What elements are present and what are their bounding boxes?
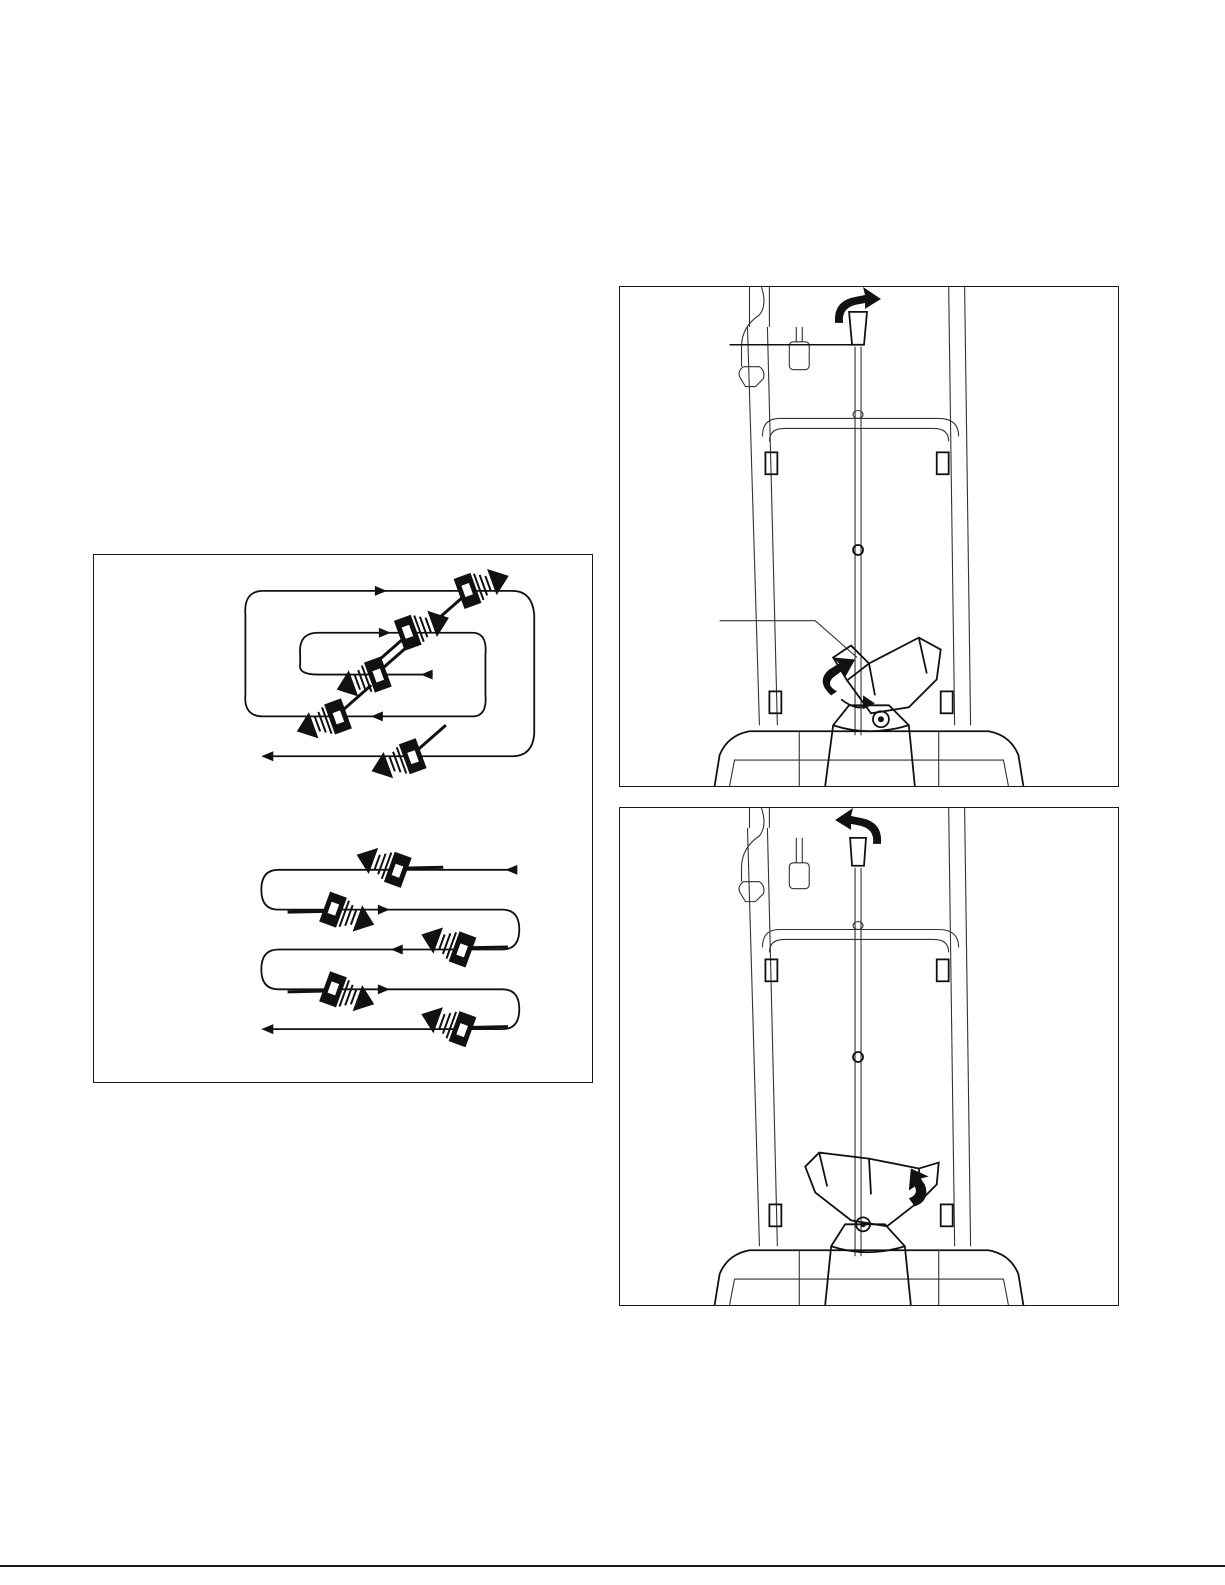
plug-icon xyxy=(789,863,809,889)
snow-thrower-icon xyxy=(288,960,380,1021)
handle-knob-icon xyxy=(941,1204,953,1226)
snow-thrower-icon xyxy=(351,838,443,899)
clearing-pattern-diagram xyxy=(94,555,592,1082)
handle-knob-icon xyxy=(769,1204,781,1226)
snow-thrower-housing xyxy=(715,1250,1024,1305)
path-arrow-icon xyxy=(378,984,390,994)
snow-thrower-icon xyxy=(416,997,508,1058)
path-arrow-icon xyxy=(261,751,273,761)
path-arrow-icon xyxy=(421,670,433,680)
path-arrow-icon xyxy=(391,944,403,954)
back-and-forth-pattern xyxy=(261,838,519,1058)
circular-path-pattern xyxy=(245,561,534,786)
rotate-arrow-icon xyxy=(823,658,855,696)
path-arrow-icon xyxy=(371,711,383,721)
path-arrow-icon xyxy=(375,586,387,596)
rotate-arrow-icon xyxy=(909,1169,929,1207)
path-arrow-icon xyxy=(378,905,390,915)
path-arrow-icon xyxy=(261,1024,273,1034)
discharge-chute-leader xyxy=(720,621,857,658)
rotate-arrow-icon xyxy=(835,287,881,323)
handle-knob-icon xyxy=(941,691,953,713)
snow-thrower-chute-rotation-diagram xyxy=(620,287,1118,786)
path-arrow-icon xyxy=(379,628,391,638)
chute-rotation-figure-right xyxy=(619,807,1119,1306)
clearing-pattern-figure xyxy=(93,554,593,1083)
handle-knob-icon xyxy=(769,691,781,713)
plug-icon xyxy=(789,342,809,370)
path-arrow-icon xyxy=(505,865,517,875)
chute-rotation-figure-left xyxy=(619,286,1119,787)
footer-rule xyxy=(0,1565,1225,1567)
snow-thrower-icon xyxy=(416,918,508,979)
handle-knob-icon xyxy=(937,959,949,981)
snow-thrower-chute-rotation-diagram xyxy=(620,808,1118,1305)
chute-control-crank xyxy=(850,838,866,1256)
snow-thrower-icon xyxy=(288,880,380,941)
handle-knob-icon xyxy=(937,452,949,474)
snow-thrower-housing xyxy=(715,731,1024,786)
